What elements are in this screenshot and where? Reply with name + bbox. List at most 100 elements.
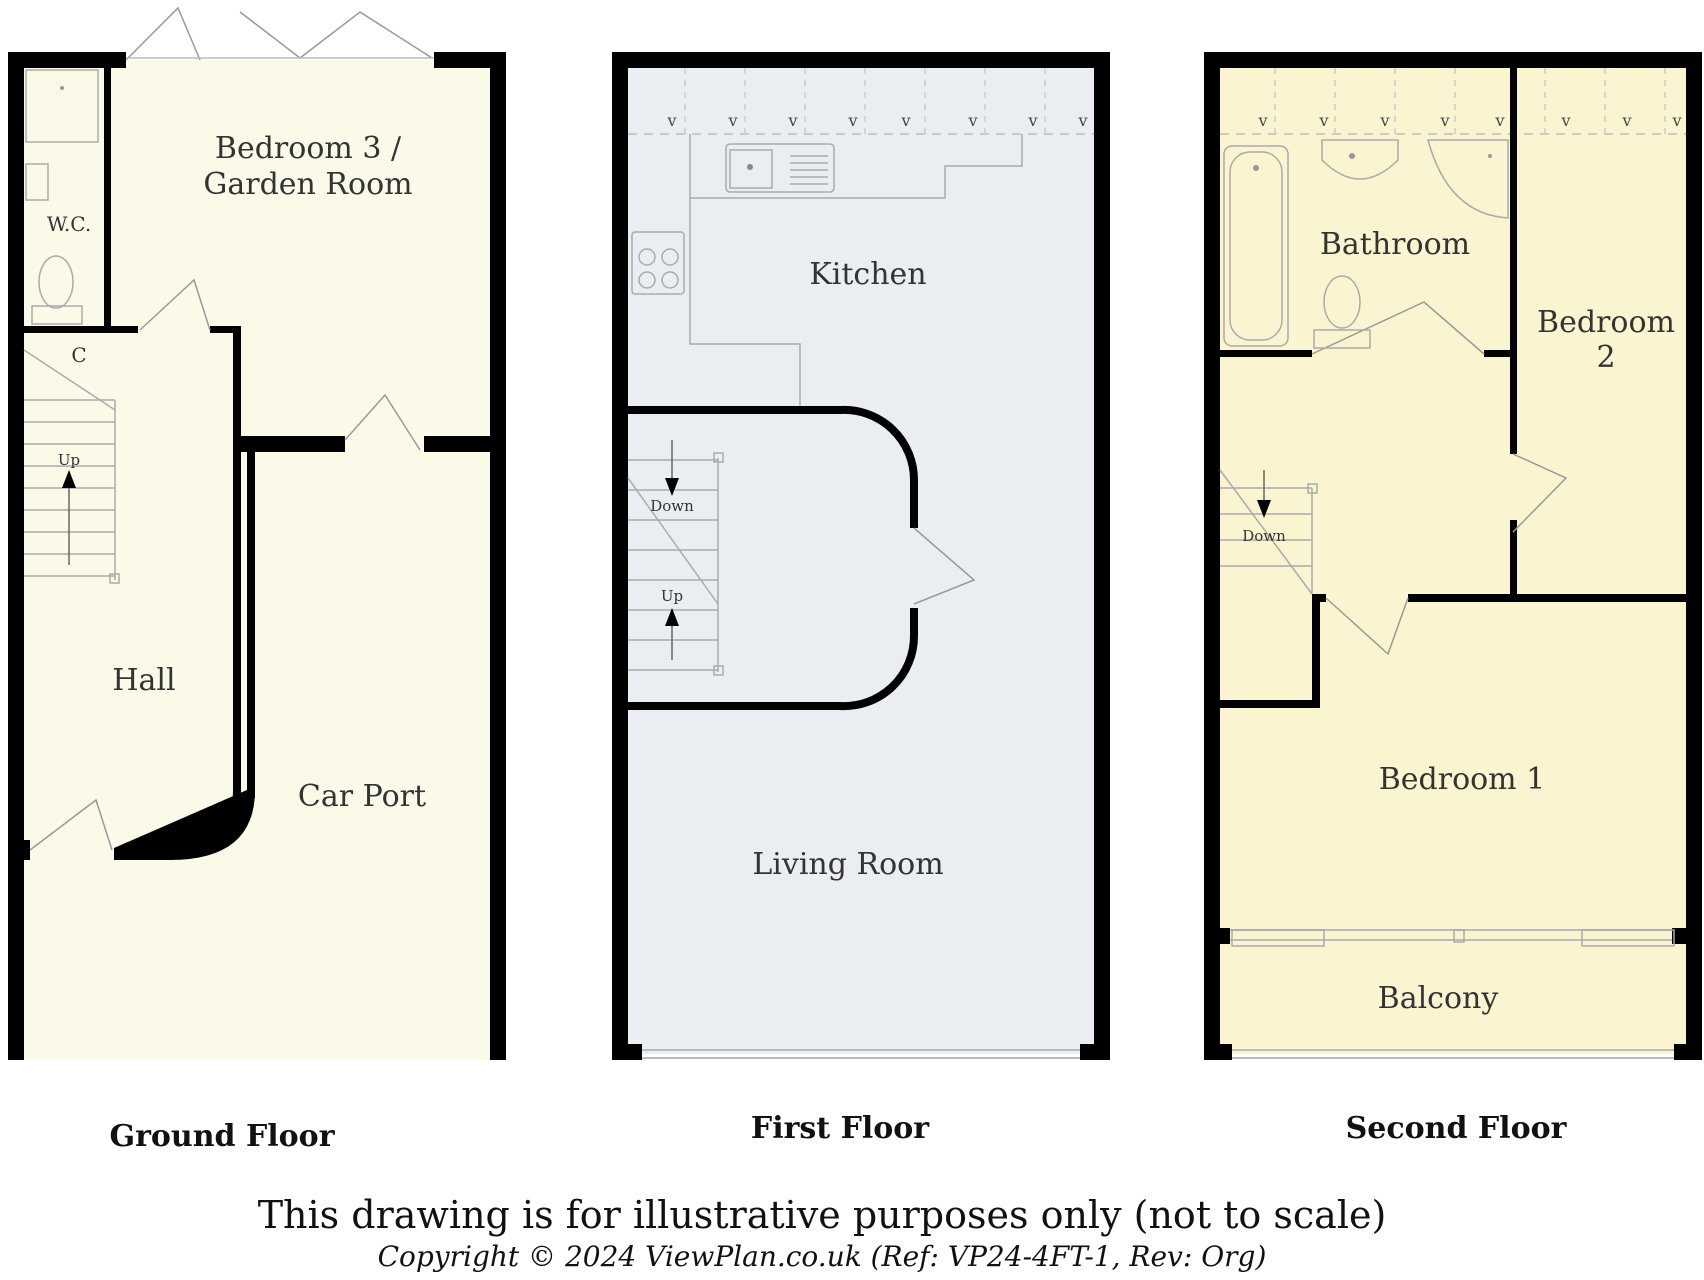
wall [612,52,1110,68]
wall [1312,594,1320,706]
wall [1484,350,1510,357]
wall [1686,52,1702,1060]
curved-wall [628,405,919,528]
velux-marker: v [900,111,910,130]
basin [1321,139,1399,180]
room-label-wc: W.C. [47,212,91,236]
room-label-bedroom1: Bedroom 1 [1379,762,1546,797]
wall [1220,700,1320,708]
hob [631,231,685,295]
velux-marker: v [967,111,977,130]
velux-marker: v [666,111,676,130]
second-floor-area [1214,64,1692,1054]
wall [114,790,255,860]
door-swing [344,393,421,451]
wall [18,326,138,333]
room-label-garden-room: Garden Room [203,167,412,202]
door-swing [1325,597,1409,656]
velux-marker: v [1671,111,1681,130]
velux-markers-second: v v v v v v v v [1257,111,1681,130]
door-swing [29,798,113,851]
stairs [1219,469,1318,595]
wall [1094,52,1110,1060]
wall [1510,64,1517,454]
velux-marker: v [1494,111,1504,130]
wall [210,326,240,333]
wall [612,1044,642,1060]
room-label-bedroom2-number: 2 [1596,340,1615,375]
stairs [627,440,724,676]
room-label-bedroom2: Bedroom [1537,305,1675,340]
wall [424,436,498,452]
velux-marker: v [847,111,857,130]
velux-marker: v [787,111,797,130]
wall [8,840,30,860]
wall [1214,928,1230,944]
velux-marker: v [1027,111,1037,130]
room-label-hall: Hall [112,663,175,698]
toilet [38,255,74,309]
wall [1204,52,1702,68]
room-label-bathroom: Bathroom [1320,227,1470,262]
curved-wall [628,608,919,711]
bifold-door [125,6,433,61]
wall [1674,1044,1702,1060]
wall [1080,1044,1110,1060]
down-arrow-icon [1257,500,1271,518]
stairs-up-label: Up [58,451,80,469]
velux-marker: v [1257,111,1267,130]
worktop [689,198,801,410]
wall [233,326,241,796]
room-label-cupboard: C [71,343,86,367]
door-swing [1311,301,1485,355]
bath [1223,145,1289,347]
shower-tray [1427,139,1509,219]
velux-marker: v [1379,111,1389,130]
wall [8,52,24,1060]
up-arrow-icon [665,608,679,626]
velux-markers-first: v v v v v v v v [666,111,1087,130]
floor-title-second: Second Floor [1346,1111,1568,1146]
velux-marker: v [1560,111,1570,130]
room-label-car-port: Car Port [298,779,426,814]
up-arrow-icon [62,470,76,488]
wall [8,52,126,68]
velux-marker: v [727,111,737,130]
floor-title-ground: Ground Floor [110,1119,336,1154]
room-label-living-room: Living Room [752,847,943,882]
worktop [689,134,1023,199]
stairs-down-label: Down [650,497,694,515]
copyright-text: Copyright © 2024 ViewPlan.co.uk (Ref: VP… [378,1240,1267,1273]
shower-tray [25,69,99,143]
stairs [23,349,120,584]
wall [104,68,111,328]
door-swing [1512,453,1568,533]
door-swing [913,527,976,605]
sink [725,143,835,193]
floor-title-first: First Floor [751,1111,930,1146]
room-label-balcony: Balcony [1378,981,1499,1016]
wall [1510,520,1517,598]
wall [1204,52,1220,1060]
room-label-kitchen: Kitchen [809,257,926,292]
wall [1220,350,1312,357]
wall [434,52,506,68]
wall [490,52,506,1060]
stairs-down-label: Down [1242,527,1286,545]
wall [1672,928,1688,944]
velux-marker: v [1077,111,1087,130]
wall [1204,1044,1232,1060]
disclaimer-text: This drawing is for illustrative purpose… [258,1193,1387,1237]
ground-floor-area [14,60,498,1060]
wall [1408,594,1686,602]
basin [25,163,49,201]
toilet [1323,275,1361,329]
velux-marker: v [1318,111,1328,130]
wall [612,52,628,1060]
room-label-bedroom3: Bedroom 3 / [215,131,402,166]
second-floor-plan [1204,52,1702,1060]
ground-floor-plan [8,6,506,1060]
first-floor-area [620,64,1098,1054]
down-arrow-icon [665,478,679,496]
